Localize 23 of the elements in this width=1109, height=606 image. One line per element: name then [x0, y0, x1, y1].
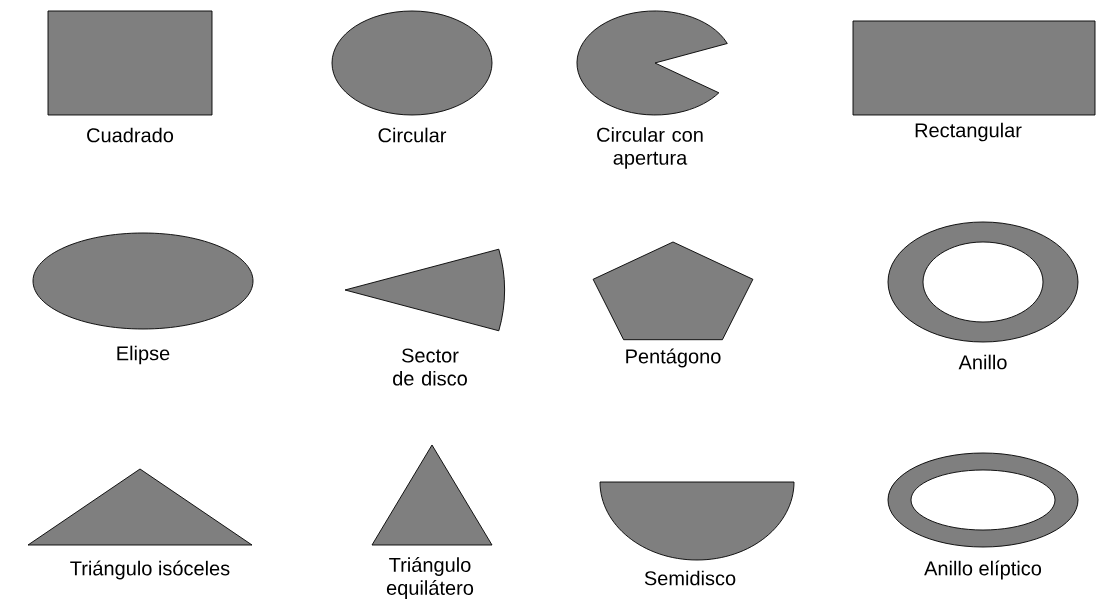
shape-label: Triángulo equilátero [386, 557, 474, 599]
shape-label: Elipse [117, 345, 170, 365]
shape-label: Rectangular [915, 122, 1022, 142]
shape-label: Semidisco [644, 570, 736, 586]
ring-shape [887, 221, 1079, 343]
sector-shape [344, 248, 506, 332]
shape-label: Sector de disco [393, 348, 467, 386]
oval-ring-shape [887, 452, 1079, 548]
triangle-shape [371, 444, 493, 546]
square-shape [47, 10, 213, 116]
triangle-shape [27, 468, 253, 546]
shape-label: Cuadrado [87, 127, 174, 143]
rectangle-shape [852, 20, 1096, 116]
ellipse-shape [32, 232, 254, 330]
shape-label: Anillo elíptico [924, 560, 1042, 580]
shape-label: Pentágono [626, 348, 721, 368]
shape-label: Circular con apertura [597, 127, 703, 169]
shape-label: Anillo [958, 354, 1007, 370]
pentagon-shape [592, 241, 754, 341]
circle-shape [331, 10, 493, 116]
shape-label: Circular [378, 127, 447, 143]
shape-label: Triángulo isóceles [70, 560, 230, 580]
semicircle-shape [599, 481, 795, 561]
